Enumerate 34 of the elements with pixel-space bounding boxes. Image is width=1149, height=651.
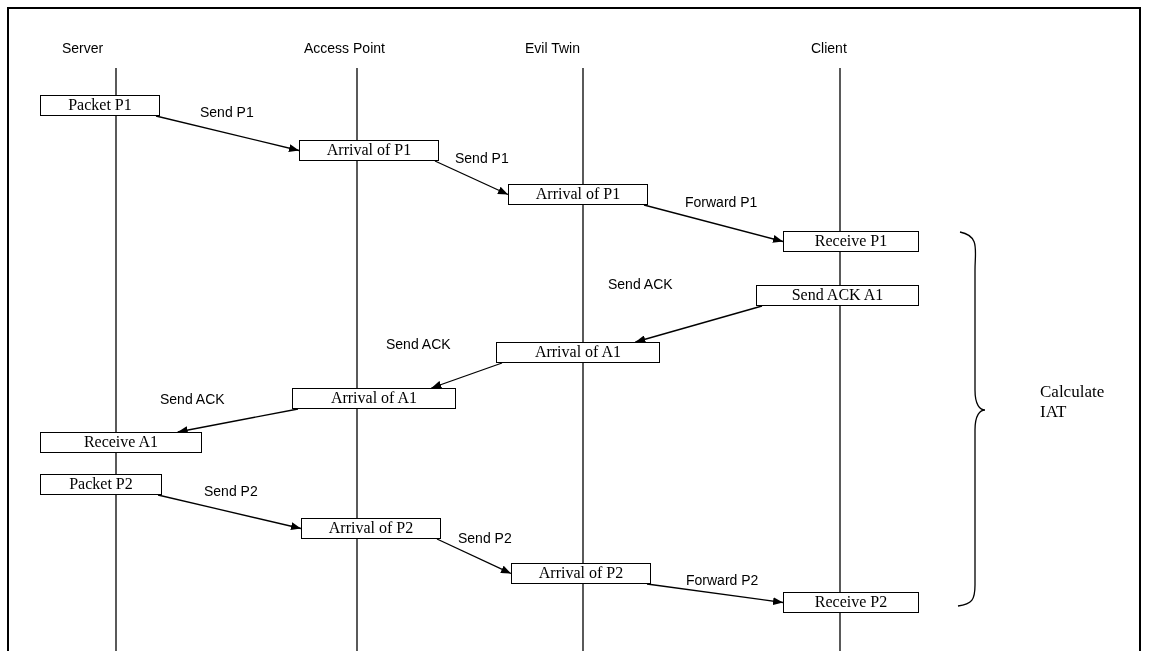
lifeline-header: Evil Twin	[525, 40, 580, 56]
edge-label: Send P1	[200, 104, 254, 120]
arrow	[434, 160, 509, 196]
event-box: Arrival of P2	[511, 563, 651, 584]
event-box: Arrival of A1	[292, 388, 456, 409]
arrow	[436, 538, 512, 575]
edge-label: Send ACK	[608, 276, 673, 292]
lifeline-header: Server	[62, 40, 104, 56]
lifeline-header: Access Point	[304, 40, 385, 56]
arrow	[157, 494, 302, 531]
arrow	[646, 583, 784, 606]
edge-label: Send P2	[458, 530, 512, 546]
event-box: Arrival of P1	[299, 140, 439, 161]
event-box: Arrival of P2	[301, 518, 441, 539]
event-box: Arrival of P1	[508, 184, 648, 205]
edge-label: Forward P1	[685, 194, 758, 210]
event-box: Packet P2	[40, 474, 162, 495]
edge-label: Send P2	[204, 483, 258, 499]
edge-label: Send ACK	[160, 391, 225, 407]
brace-note: Calculate IAT	[1040, 382, 1106, 422]
arrow	[430, 362, 503, 389]
event-box: Packet P1	[40, 95, 160, 116]
event-box: Arrival of A1	[496, 342, 660, 363]
arrow	[643, 204, 784, 243]
event-box: Send ACK A1	[756, 285, 919, 306]
event-box: Receive P2	[783, 592, 919, 613]
lifeline-header: Client	[811, 40, 847, 56]
edge-label: Forward P2	[686, 572, 759, 588]
arrow	[634, 305, 763, 344]
event-box: Receive P1	[783, 231, 919, 252]
event-box: Receive A1	[40, 432, 202, 453]
edge-label: Send P1	[455, 150, 509, 166]
arrow	[155, 115, 300, 153]
edge-label: Send ACK	[386, 336, 451, 352]
